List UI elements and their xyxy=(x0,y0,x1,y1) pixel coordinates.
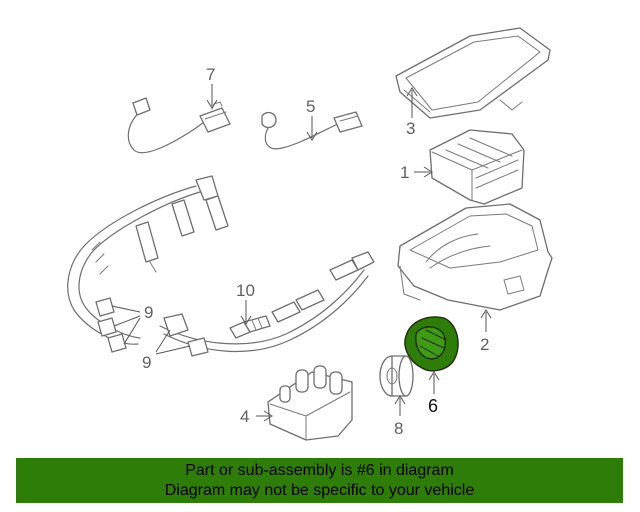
callout-6: 6 xyxy=(428,396,438,416)
part-8-mount xyxy=(379,355,414,397)
part-1-control-unit xyxy=(429,129,525,205)
callout-7: 7 xyxy=(206,65,215,84)
part-9-wire-harness xyxy=(67,175,375,357)
callout-5: 5 xyxy=(306,97,315,116)
part-7-sensor xyxy=(127,97,231,154)
banner-line-1: Part or sub-assembly is #6 in diagram xyxy=(185,462,454,479)
callout-4: 4 xyxy=(240,407,249,426)
part-6-highlighted xyxy=(404,316,459,372)
callout-1: 1 xyxy=(400,163,409,182)
leader-lines xyxy=(111,84,492,422)
callouts: 7 5 3 1 2 6 8 4 10 9 9 xyxy=(142,65,489,438)
callout-9-lower: 9 xyxy=(142,353,151,372)
callout-10: 10 xyxy=(236,281,255,300)
callout-9-upper: 9 xyxy=(144,303,153,322)
parts-diagram: 7 5 3 1 2 6 8 4 10 9 9 xyxy=(67,27,553,441)
part-10-spark-plug xyxy=(229,315,271,339)
callout-8: 8 xyxy=(394,419,403,438)
part-4-coil-pack xyxy=(267,365,353,441)
banner-line-2: Diagram may not be specific to your vehi… xyxy=(164,482,475,499)
callout-2: 2 xyxy=(480,335,489,354)
part-5-sensor xyxy=(261,111,363,150)
part-2-housing xyxy=(397,203,553,311)
callout-3: 3 xyxy=(406,119,415,138)
part-info-banner: Part or sub-assembly is #6 in diagram Di… xyxy=(16,458,623,503)
part-3-module-cover xyxy=(395,27,551,119)
